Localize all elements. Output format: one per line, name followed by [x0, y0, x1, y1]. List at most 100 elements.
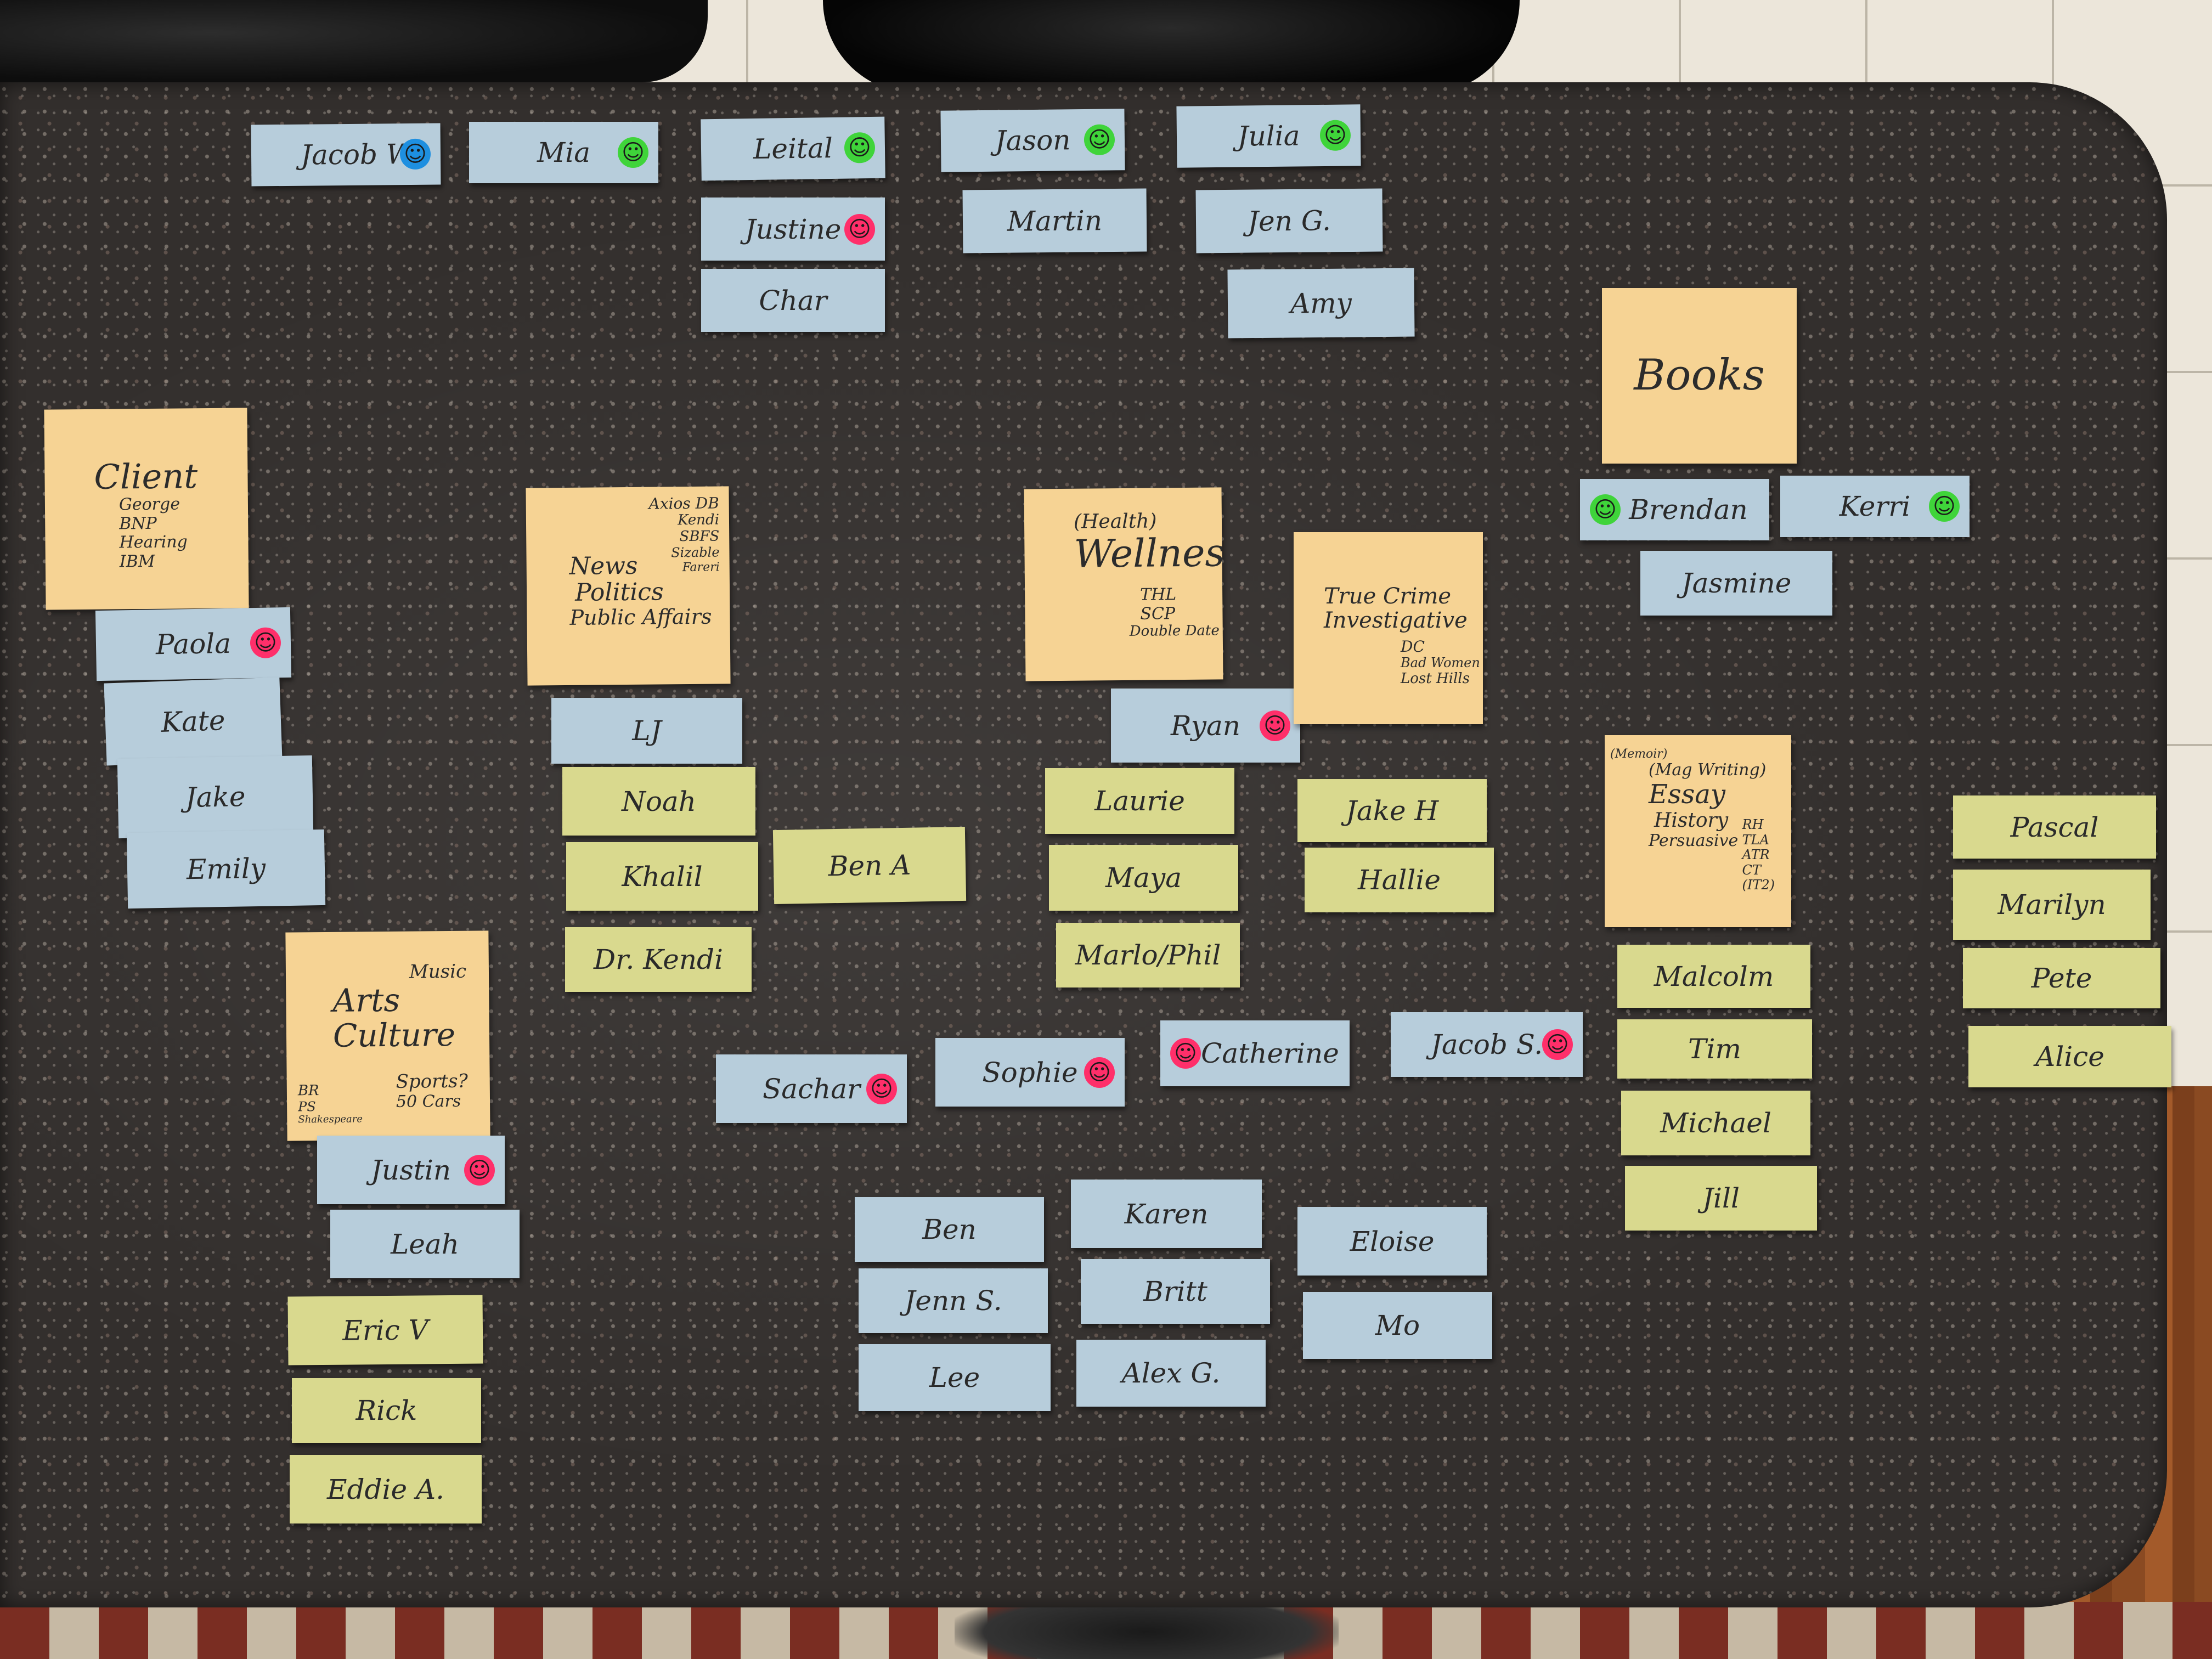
note-ryan: Ryan ☺	[1111, 689, 1300, 763]
note-label: Brendan	[1629, 494, 1748, 526]
note-catherine: ☺ Catherine	[1160, 1020, 1350, 1086]
header-line: Bad Women	[1401, 655, 1480, 671]
smiley-face-icon: ☺	[1929, 491, 1960, 522]
smiley-face-icon: ☺	[399, 138, 431, 170]
note-mo: Mo	[1303, 1292, 1492, 1359]
note-jason: Jason ☺	[940, 109, 1125, 172]
note-jacob-s: Jacob S. ☺	[1391, 1012, 1583, 1077]
note-label: Eloise	[1350, 1225, 1435, 1257]
smiley-face-icon: ☺	[844, 213, 875, 245]
note-label: Hallie	[1358, 864, 1441, 896]
note-jill: Jill	[1625, 1166, 1817, 1231]
smiley-face-icon: ☺	[1170, 1038, 1201, 1069]
note-label: Justin	[370, 1154, 452, 1186]
note-label: Kate	[160, 704, 226, 739]
note-amy: Amy	[1227, 268, 1415, 338]
header-line: Persuasive	[1649, 831, 1739, 850]
note-sophie: Sophie ☺	[935, 1038, 1125, 1107]
note-label: Marilyn	[1997, 889, 2106, 921]
header-line: THL	[1140, 585, 1177, 605]
note-jenn-s: Jenn S.	[859, 1268, 1048, 1333]
chair-seat	[823, 0, 1520, 93]
note-label: Ryan	[1170, 709, 1241, 742]
note-jake: Jake	[117, 755, 314, 839]
note-eric-v: Eric V	[287, 1295, 483, 1365]
header-line: Arts	[332, 981, 400, 1019]
note-julia: Julia ☺	[1176, 104, 1361, 168]
header-side-line: Sports?	[396, 1070, 468, 1093]
note-label: Jill	[1702, 1182, 1740, 1214]
header-side-line: 50 Cars	[396, 1091, 461, 1111]
note-label: Lee	[929, 1362, 980, 1393]
header-line: Essay	[1649, 778, 1726, 810]
header-line: BNP	[119, 514, 157, 534]
note-hallie: Hallie	[1305, 848, 1494, 912]
note-label: Leital	[753, 132, 833, 166]
note-justine: Justine ☺	[701, 198, 885, 261]
smiley-face-icon: ☺	[1590, 494, 1621, 525]
note-emily: Emily	[126, 829, 326, 909]
note-ben-a: Ben A	[772, 826, 967, 905]
header-line: History	[1654, 809, 1729, 832]
black-bag	[0, 0, 708, 82]
note-label: Emily	[186, 852, 266, 886]
note-label: Jake H	[1345, 794, 1439, 827]
note-karen: Karen	[1071, 1180, 1262, 1248]
note-label: Tim	[1688, 1033, 1741, 1065]
note-label: Laurie	[1094, 785, 1185, 817]
note-marilyn: Marilyn	[1953, 870, 2151, 940]
note-label: Pete	[2031, 962, 2092, 994]
header-pre: (Memoir)	[1610, 747, 1668, 761]
note-martin: Martin	[962, 188, 1147, 253]
note-jacob-w: Jacob W ☺	[251, 123, 441, 187]
note-label: Dr. Kendi	[593, 944, 724, 975]
header-side-line: BR	[297, 1082, 319, 1099]
note-noah: Noah	[562, 767, 755, 836]
smiley-face-icon: ☺	[866, 1073, 897, 1104]
header-side-line: Kendi	[678, 511, 720, 529]
note-label: Alice	[2035, 1041, 2104, 1073]
note-eloise: Eloise	[1297, 1207, 1487, 1276]
note-marlo-phil: Marlo/Phil	[1056, 923, 1240, 988]
header-essay: (Memoir) (Mag Writing) Essay History Per…	[1605, 735, 1791, 927]
note-michael: Michael	[1621, 1091, 1810, 1155]
header-side-line: Fareri	[682, 560, 720, 574]
header-line: True Crime	[1324, 584, 1452, 609]
note-rick: Rick	[292, 1378, 481, 1443]
header-side-line: ATR	[1742, 847, 1770, 863]
smiley-face-icon: ☺	[844, 132, 876, 163]
header-side-line: Sizable	[671, 544, 720, 561]
note-label: Malcolm	[1654, 960, 1774, 992]
header-line: George	[119, 494, 180, 515]
note-label: Ben A	[828, 849, 911, 882]
header-line: Investigative	[1324, 608, 1468, 633]
header-side-line: Axios DB	[648, 494, 719, 513]
header-title: Wellness	[1074, 530, 1223, 577]
note-maya: Maya	[1049, 845, 1238, 911]
note-khalil: Khalil	[566, 842, 758, 911]
note-label: Jason	[995, 124, 1071, 157]
note-label: Mo	[1375, 1310, 1420, 1341]
header-side-line: Shakespeare	[298, 1113, 363, 1126]
note-label: Sophie	[982, 1056, 1078, 1088]
header-side-line: (IT2)	[1742, 877, 1775, 893]
note-label: Jen G.	[1247, 204, 1331, 238]
header-side-line: TLA	[1742, 832, 1769, 848]
note-kate: Kate	[104, 677, 283, 766]
note-sachar: Sachar ☺	[716, 1054, 907, 1123]
note-jen-g: Jen G.	[1195, 188, 1383, 253]
smiley-face-icon: ☺	[1084, 124, 1115, 156]
header-news: Axios DB Kendi SBFS Sizable Fareri News …	[526, 486, 731, 686]
smiley-face-icon: ☺	[1319, 120, 1351, 151]
note-malcolm: Malcolm	[1617, 945, 1810, 1008]
note-pete: Pete	[1963, 948, 2160, 1008]
note-kerri: Kerri ☺	[1780, 476, 1970, 537]
note-label: Martin	[1007, 204, 1103, 238]
header-pre: (Health)	[1073, 510, 1157, 533]
header-side-line: PS	[298, 1099, 316, 1115]
note-label: Noah	[622, 785, 696, 817]
note-leital: Leital ☺	[701, 116, 885, 181]
note-pascal: Pascal	[1953, 795, 2156, 859]
note-label: Kerri	[1839, 490, 1911, 522]
note-label: Ben	[922, 1214, 977, 1245]
